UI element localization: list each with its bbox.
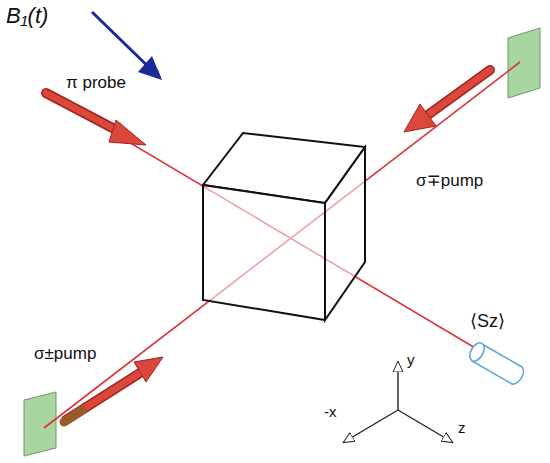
field-arrowhead	[138, 56, 162, 80]
axis-label: y	[407, 352, 415, 369]
beam-arrow	[46, 93, 146, 145]
probe-beam	[58, 100, 482, 352]
beam-label: σ∓pump	[416, 172, 483, 191]
waveplate	[508, 28, 540, 98]
waveplate	[24, 392, 56, 456]
axis-label: -x	[324, 404, 337, 421]
axis	[344, 362, 452, 442]
pump-beam	[44, 62, 520, 428]
beam-label: π probe	[66, 74, 126, 93]
beam-label: σ±pump	[34, 345, 96, 364]
field-label: B₁(t)	[6, 4, 48, 28]
axis-label: z	[458, 420, 466, 437]
beam-arrow	[404, 70, 490, 132]
detector	[467, 340, 524, 384]
signal-label: ⟨Sz⟩	[470, 312, 505, 332]
vapor-cell	[203, 133, 365, 320]
beam-arrow	[64, 357, 163, 422]
